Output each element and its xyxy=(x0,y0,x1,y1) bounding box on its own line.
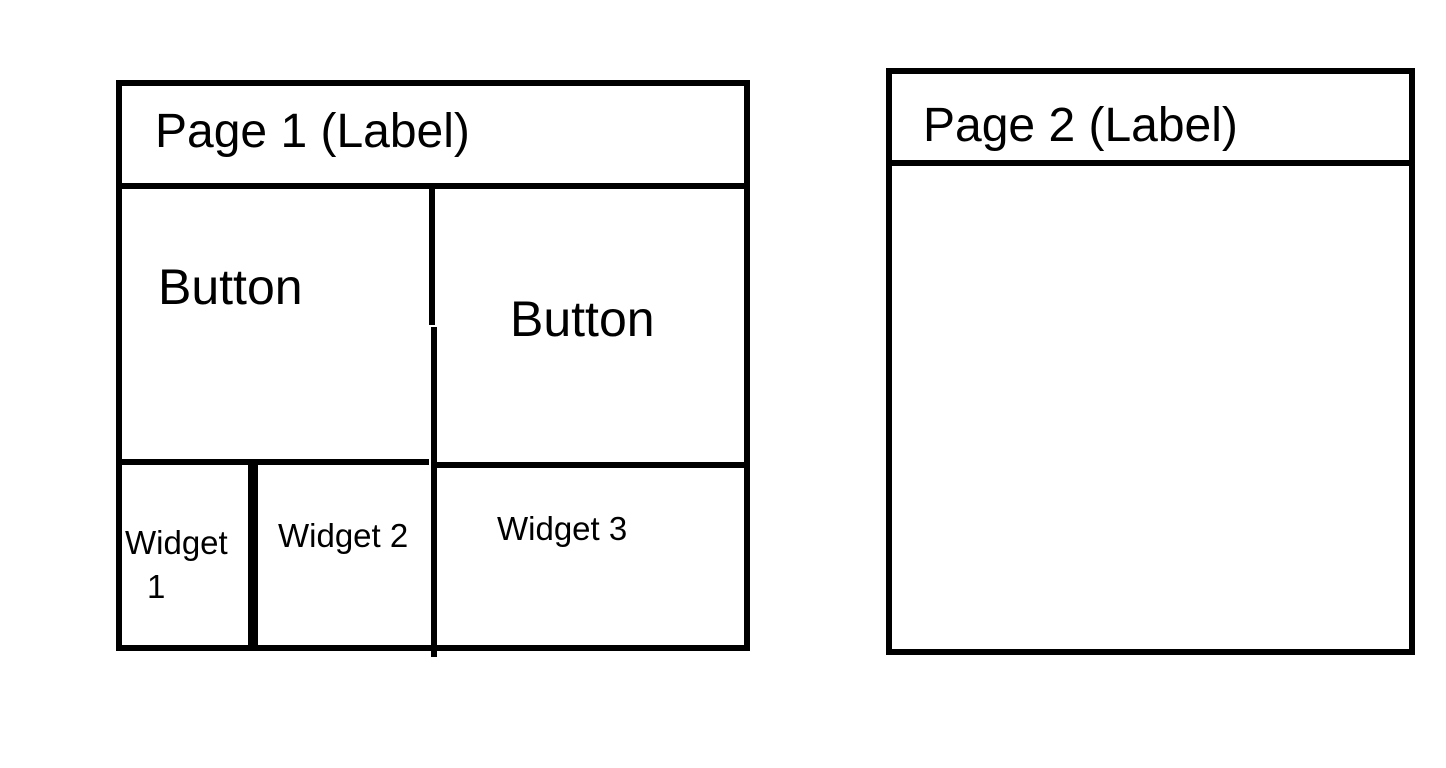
button-1-label: Button xyxy=(158,259,303,315)
widget-3-label: Widget 3 xyxy=(497,510,628,547)
widget-1[interactable]: Widget 1 xyxy=(122,465,248,645)
widget-2[interactable]: Widget 2 xyxy=(258,465,429,645)
page1-widget-row-divider-right xyxy=(437,462,744,468)
page1-header: Page 1 (Label) xyxy=(122,86,744,183)
widget-1-label: Widget 1 xyxy=(125,521,228,609)
page2-title: Page 2 (Label) xyxy=(923,99,1238,152)
page1-widget-row-divider-left xyxy=(122,459,429,465)
page1-button-divider-line-lower xyxy=(431,327,437,657)
page2-header: Page 2 (Label) xyxy=(892,74,1409,160)
page2-header-divider-line xyxy=(892,160,1409,166)
wireframe-page-2: Page 2 (Label) xyxy=(886,68,1415,655)
page1-widget1-widget2-divider-line xyxy=(248,465,258,645)
button-2-label: Button xyxy=(510,291,655,347)
widget-3[interactable]: Widget 3 xyxy=(437,468,744,645)
wireframe-page-1: Page 1 (Label) Button Button Widget 1 Wid… xyxy=(116,80,750,657)
page1-header-divider-line xyxy=(122,183,744,189)
widget-1-label-line1: Widget xyxy=(125,524,228,561)
widget-2-label: Widget 2 xyxy=(278,517,409,554)
page2-body xyxy=(892,166,1409,649)
page1-button-divider-line-upper xyxy=(429,189,435,325)
page1-title: Page 1 (Label) xyxy=(155,105,470,158)
button-1[interactable]: Button xyxy=(122,189,429,459)
widget-1-label-line2: 1 xyxy=(147,568,166,605)
button-2[interactable]: Button xyxy=(437,189,744,462)
